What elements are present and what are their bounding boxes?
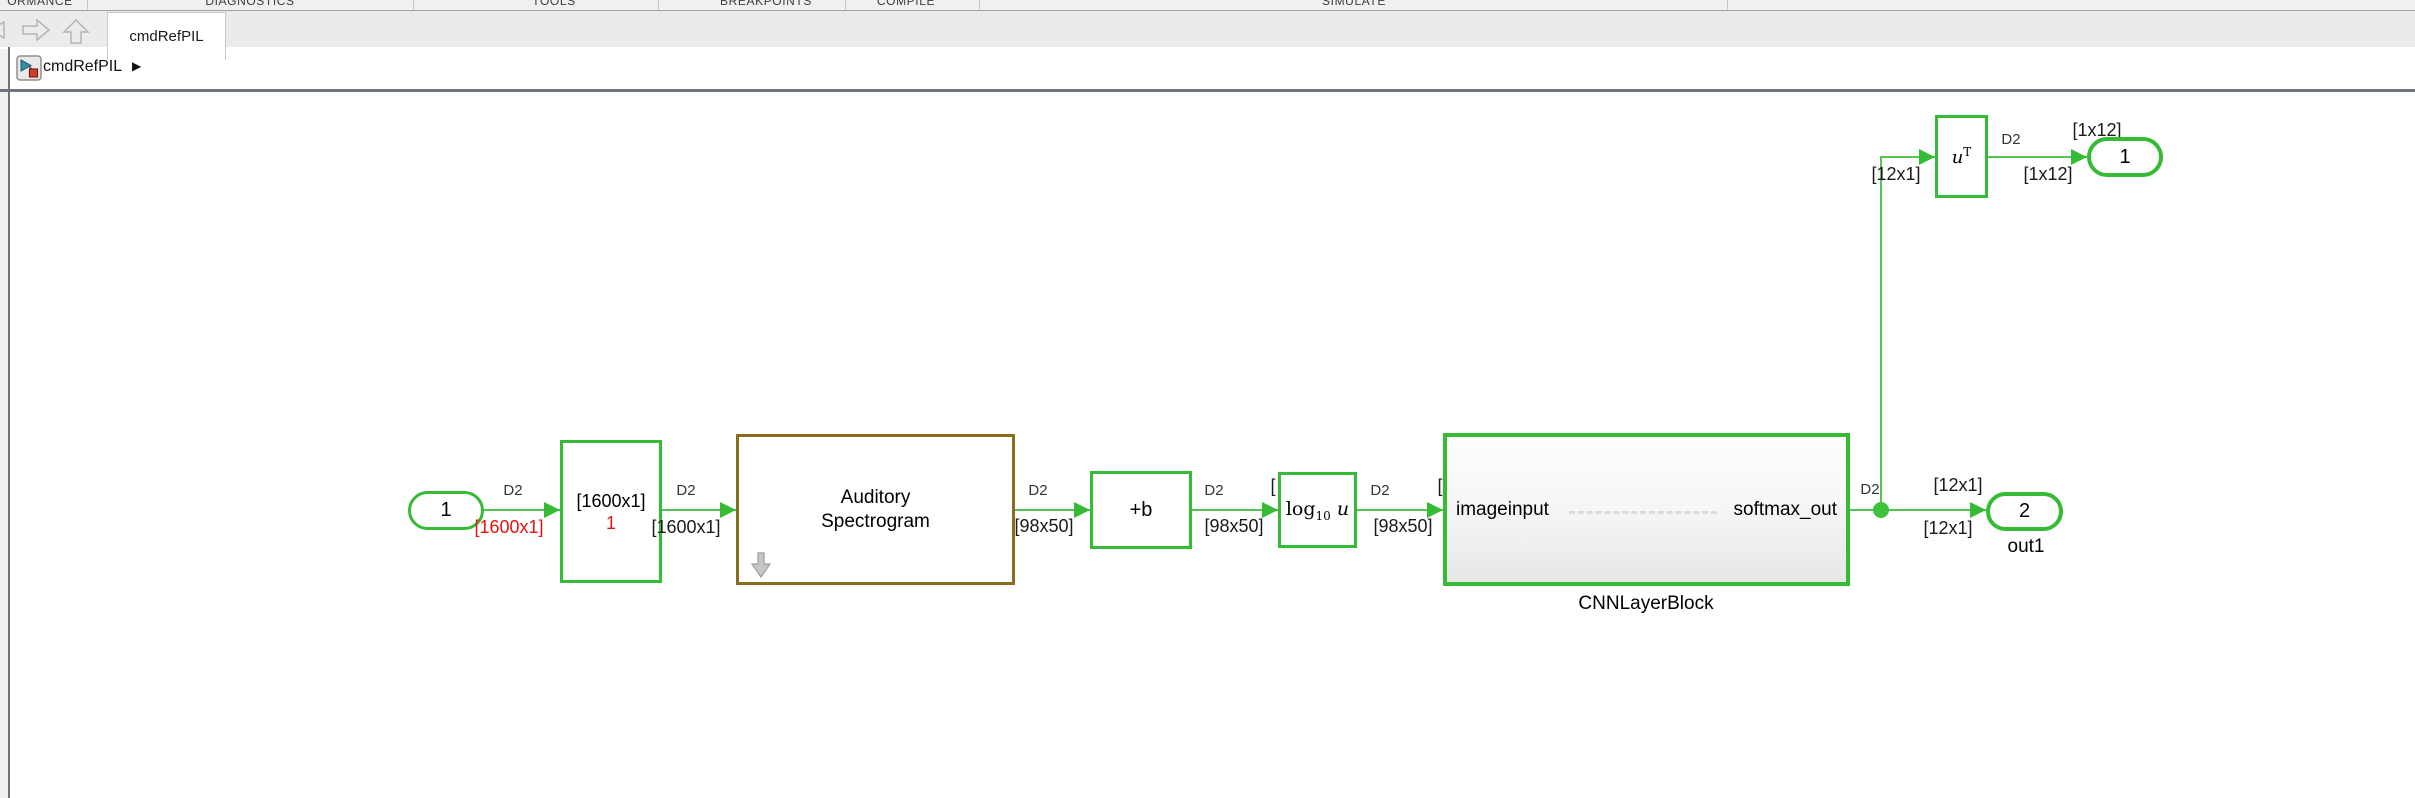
tab-label: cmdRefPIL: [129, 28, 204, 45]
outport-2-number: 2: [2018, 500, 2031, 522]
ribbon-group-compile: COMPILE: [876, 0, 936, 8]
panel-border: [8, 47, 10, 798]
ribbon-separator: [658, 0, 659, 10]
cnn-output-port-label: softmax_out: [1733, 498, 1838, 520]
arrowhead-icon: [1970, 502, 1986, 518]
ribbon-group-breakpoints: BREAKPOINTS: [720, 0, 812, 8]
ribbon-group-diagnostics: DIAGNOSTICS: [205, 0, 295, 8]
model-canvas[interactable]: [1x12] 1 [1600x1] 1 Auditory Spectrogram…: [10, 92, 2415, 798]
up-arrow-icon[interactable]: [62, 18, 90, 44]
sample-time-label: D2: [1370, 482, 1390, 499]
simulink-model-icon: [16, 55, 42, 81]
transpose-block[interactable]: uT: [1935, 115, 1988, 198]
auditory-spectrogram-block[interactable]: Auditory Spectrogram: [736, 434, 1015, 585]
cnn-block-caption: CNNLayerBlock: [1578, 593, 1714, 614]
wire-auditory-to-bias[interactable]: [1015, 509, 1090, 511]
wire-cnn-to-out2[interactable]: [1850, 509, 1986, 511]
signal-dim-label: [1x12]: [2072, 120, 2122, 140]
variant-down-arrow-icon: [751, 552, 771, 578]
log10-expression: log10 u: [1285, 497, 1350, 523]
signal-dim-label: [12x1]: [1871, 164, 1921, 184]
wire-transpose-to-out1[interactable]: [1988, 156, 2087, 158]
signal-dim-label: [1x12]: [2023, 164, 2073, 184]
left-gutter: [0, 49, 8, 798]
panel-divider: [0, 89, 2415, 92]
outport-1-block[interactable]: 1: [2087, 137, 2163, 177]
ribbon-separator: [87, 0, 88, 10]
reshape-block[interactable]: [1600x1] 1: [560, 440, 662, 583]
arrowhead-icon: [2071, 149, 2087, 165]
breadcrumb-bar: cmdRefPIL ▶: [10, 49, 2415, 89]
signal-dim-label: [12x1]: [1933, 475, 1983, 495]
transpose-expression: uT: [1951, 145, 1972, 168]
sample-time-label: D2: [503, 482, 523, 499]
ribbon-group-performance: ORMANCE: [7, 0, 73, 8]
document-tab-bar: cmdRefPIL: [0, 11, 2415, 60]
log10-block[interactable]: log10 u: [1278, 472, 1357, 548]
sample-time-label: D2: [1204, 482, 1224, 499]
ribbon-group-simulate: SIMULATE: [1322, 0, 1386, 8]
signal-dim-label: [98x50]: [1373, 516, 1433, 536]
wire-in1-to-reshape[interactable]: [484, 509, 560, 511]
sample-time-label: D2: [2001, 131, 2021, 148]
wire-branch-to-transpose[interactable]: [1880, 156, 1935, 158]
wire-branch-vertical[interactable]: [1880, 156, 1882, 510]
wire-log-to-cnn[interactable]: [1357, 509, 1443, 511]
sample-time-label: D2: [1028, 482, 1048, 499]
breadcrumb-model-name[interactable]: cmdRefPIL: [43, 58, 123, 75]
signal-dim-label-clipped: [: [1270, 476, 1276, 496]
outport-2-caption: out1: [2007, 536, 2045, 557]
ribbon-strip: ORMANCE DIAGNOSTICS TOOLS BREAKPOINTS CO…: [0, 0, 2415, 11]
arrowhead-icon: [1074, 502, 1090, 518]
inport-1-number: 1: [440, 499, 452, 521]
cnn-layer-block[interactable]: imageinput softmax_out: [1443, 433, 1850, 586]
signal-dim-label: [1600x1]: [651, 517, 721, 537]
arrowhead-icon: [544, 502, 560, 518]
ribbon-group-tools: TOOLS: [532, 0, 576, 8]
cnn-dashed-connector: [1569, 511, 1717, 514]
ribbon-separator: [979, 0, 980, 10]
wire-reshape-to-auditory[interactable]: [662, 509, 736, 511]
forward-arrow-icon[interactable]: [20, 18, 52, 42]
auditory-name-line2: Spectrogram: [821, 510, 930, 532]
cnn-input-port-label: imageinput: [1456, 498, 1549, 520]
breadcrumb-expand-arrow[interactable]: ▶: [132, 59, 142, 73]
auditory-name-line1: Auditory: [840, 486, 911, 508]
signal-dim-label: [98x50]: [1204, 516, 1264, 536]
signal-dim-label: [12x1]: [1923, 518, 1973, 538]
arrowhead-icon: [1427, 502, 1443, 518]
sample-time-label: D2: [1860, 481, 1880, 498]
branch-point-dot[interactable]: [1873, 502, 1889, 518]
signal-dim-label-clipped: [: [1437, 476, 1443, 496]
arrowhead-icon: [1919, 149, 1935, 165]
outport-2-block[interactable]: 2: [1986, 492, 2063, 531]
signal-dim-label-error: [1600x1]: [474, 517, 544, 537]
inport-1-block[interactable]: 1: [408, 491, 484, 530]
reshape-index-text: 1: [605, 512, 616, 533]
wire-bias-to-log[interactable]: [1192, 509, 1278, 511]
ribbon-separator: [845, 0, 846, 10]
tab-cmdrefpil[interactable]: cmdRefPIL: [107, 12, 226, 60]
ribbon-separator: [1727, 0, 1728, 10]
signal-dim-label: [98x50]: [1014, 516, 1074, 536]
ribbon-separator: [413, 0, 414, 10]
bias-label: +b: [1129, 498, 1153, 521]
outport-1-number: 1: [2119, 145, 2131, 168]
bias-block[interactable]: +b: [1090, 471, 1192, 549]
sample-time-label: D2: [676, 482, 696, 499]
arrowhead-icon: [1262, 502, 1278, 518]
reshape-dim-text: [1600x1]: [576, 490, 646, 511]
arrowhead-icon: [720, 502, 736, 518]
back-arrow-icon[interactable]: [0, 18, 6, 42]
